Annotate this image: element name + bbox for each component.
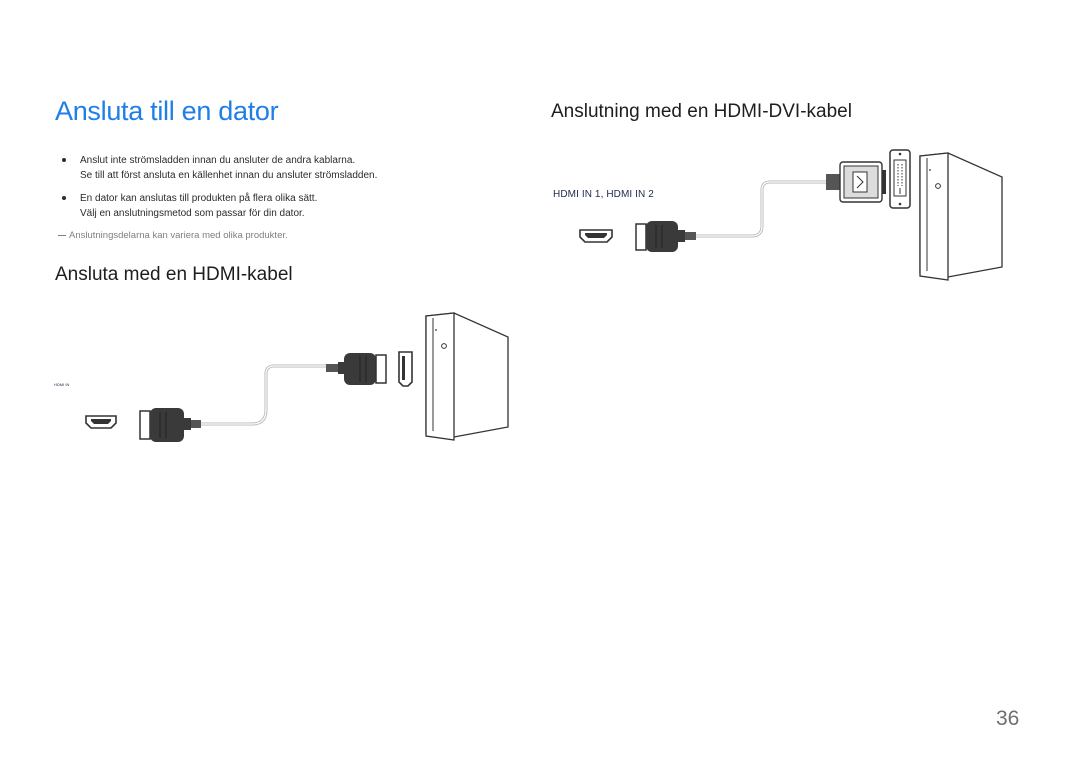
page-number: 36 [996, 707, 1020, 730]
list-item-text: Välj en anslutningsmetod som passar för … [80, 208, 305, 219]
bullet-icon [62, 158, 66, 162]
instruction-list: Anslut inte strömsladden innan du anslut… [62, 153, 462, 229]
hdmi-dvi-connection-diagram [579, 149, 1003, 281]
hdmi-section-heading: Ansluta med en HDMI-kabel [55, 264, 293, 285]
note-dash-icon [58, 234, 66, 236]
list-item-text: En dator kan anslutas till produkten på … [80, 193, 318, 204]
list-item: En dator kan anslutas till produkten på … [62, 191, 462, 221]
hdmi-plug-icon [635, 221, 696, 252]
list-item: Anslut inte strömsladden innan du anslut… [62, 153, 462, 183]
hdmi-port-icon [579, 229, 613, 243]
hdmi-dvi-section-heading: Anslutning med en HDMI-DVI-kabel [551, 101, 852, 122]
pc-tower-icon [425, 312, 509, 441]
pc-tower-icon [919, 152, 1003, 281]
hdmi-cable [200, 364, 326, 426]
note: Anslutningsdelarna kan variera med olika… [58, 230, 288, 241]
hdmi-plug-icon [326, 353, 387, 385]
hdmi-dvi-port-label: HDMI IN 1, HDMI IN 2 [553, 189, 654, 200]
hdmi-connection-diagram: HDMI IN [54, 312, 509, 442]
note-text: Anslutningsdelarna kan variera med olika… [69, 230, 288, 241]
hdmi-port-icon [85, 415, 117, 429]
hdmi-plug-icon [139, 408, 201, 442]
page-title: Ansluta till en dator [55, 96, 279, 126]
dvi-port-icon [889, 149, 911, 209]
list-item-text: Se till att först ansluta en källenhet i… [80, 170, 378, 181]
dvi-plug-icon [826, 161, 886, 203]
hdmi-port-label: HDMI IN [54, 382, 69, 387]
list-item-text: Anslut inte strömsladden innan du anslut… [80, 155, 356, 166]
hdmi-dvi-cable [696, 180, 826, 238]
bullet-icon [62, 196, 66, 200]
hdmi-port-icon [398, 351, 413, 387]
